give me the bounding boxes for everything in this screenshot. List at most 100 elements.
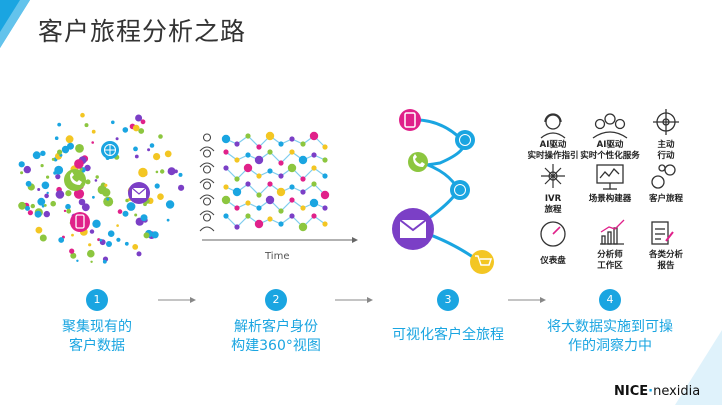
cloud-dot [40,150,46,156]
cloud-dot [115,137,119,141]
cloud-dot [87,249,95,258]
phone-icon [64,169,86,191]
timeline-node [232,187,242,197]
network-icon [541,164,565,188]
cloud-dot [92,219,101,228]
timeline-node [265,131,275,141]
journey-icon [651,164,676,189]
timeline-node [256,205,262,211]
timeline-node [300,189,306,195]
timeline-node [300,176,306,182]
feature-line: IVR [544,194,562,204]
timeline-node [278,141,284,147]
timeline-node [311,165,317,171]
cloud-dot [165,200,175,209]
cloud-dot [66,208,72,214]
timeline-node [223,149,229,155]
timeline-node [256,144,262,150]
timeline-line [225,183,326,196]
person-icon [199,165,215,184]
cloud-dot [76,259,79,262]
cloud-dot [65,203,71,210]
cloud-dot [50,200,56,207]
timeline-node [245,200,251,206]
cloud-dot [155,170,159,174]
timeline-node [278,173,284,179]
email-icon [128,182,150,204]
cloud-dot [122,127,129,133]
cloud-dot [58,237,65,243]
cloud-dot [55,190,65,199]
cloud-dot [20,171,24,175]
timeline-node [234,224,240,230]
cloud-dot [99,238,103,242]
cloud-dot [140,119,146,125]
cloud-dot [84,164,91,172]
timeline-node [243,163,253,173]
cloud-dot [40,164,44,168]
feature-line: 仪表盘 [540,256,566,266]
timeline-node [287,163,297,173]
cloud-dot [90,260,93,263]
headset-icon [540,113,566,139]
timeline-node [234,141,240,147]
cloud-dot [134,213,138,217]
cloud-dot [32,151,41,160]
cloud-dot [167,167,176,176]
cloud-dot [91,129,96,134]
cloud-dot [61,145,70,154]
person-icon [199,181,215,200]
step-caption-2: 解析客户身份 构建360°视图 [181,318,371,356]
timeline-node [245,133,251,139]
timeline-line [225,135,326,148]
feature-line: 主动 [657,140,675,150]
cloud-dot [104,183,108,187]
timeline-node [300,205,306,211]
feature-line: AI驱动 [539,140,567,150]
timeline-node [309,198,319,208]
person-icon [199,197,215,216]
cloud-dot [154,183,160,189]
feature-line: 实时操作指引 [527,150,579,161]
timeline-node [300,141,306,147]
timeline-node [276,187,286,197]
cloud-dot [46,191,49,195]
cloud-dot [65,135,74,144]
timeline-node [245,213,251,219]
timeline-node [298,155,308,165]
step-badge-1: 1 [86,289,108,311]
cloud-dot [91,141,94,144]
timeline-node [254,155,264,165]
cloud-dot [117,209,123,214]
cloud-dot [30,203,35,209]
cloud-dot [153,153,161,161]
cloud-dot [25,205,30,211]
timeline-node [322,157,328,163]
cloud-dot [158,134,163,139]
scene-builder-icon [596,164,624,190]
data-dot-cloud [18,112,185,264]
cloud-dot [124,241,129,246]
cloud-dot [18,201,26,210]
journey-graph [392,109,494,274]
cloud-dot [126,202,136,211]
time-axis-arrow [352,237,358,243]
cloud-dot [88,243,92,247]
step-caption-4: 将大数据实施到可操 作的洞察力中 [515,318,705,356]
feature-line: 场景构建器 [588,194,632,204]
timeline-node [311,152,317,158]
cloud-dot [103,196,114,207]
globe-icon [101,141,119,159]
timeline-line [225,151,326,164]
caption-line: 构建360°视图 [231,338,321,354]
cloud-dot [136,251,142,257]
cloud-dot [81,203,90,212]
cloud-dot [44,193,49,199]
step-caption-1: 聚集现有的 客户数据 [2,318,192,356]
cloud-dot [133,146,138,152]
cloud-dot [46,175,50,179]
timeline-node [267,216,273,222]
cloud-dot [102,259,107,264]
